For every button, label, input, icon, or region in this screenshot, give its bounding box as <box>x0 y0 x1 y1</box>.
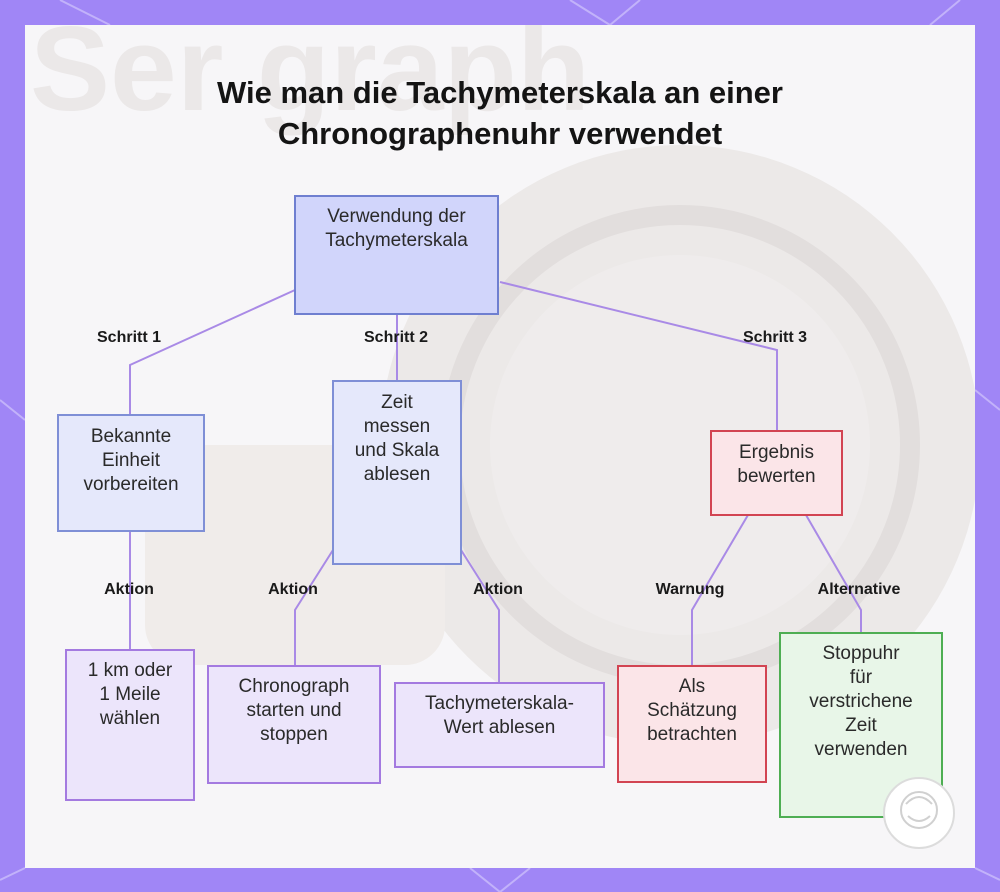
node-action2b-line: Wert ablesen <box>443 717 556 738</box>
node-step2-line: Zeit <box>381 392 413 413</box>
node-alternative-line: verstrichene <box>809 691 913 712</box>
edge-step2-action2a <box>294 549 334 665</box>
node-action2a-line: stoppen <box>260 724 328 745</box>
edge-label-step1: Schritt 1 <box>96 329 162 346</box>
node-warning-line: Als <box>678 676 706 697</box>
node-step1-line: vorbereiten <box>83 474 179 495</box>
edge-root-step3 <box>499 281 778 431</box>
edge-label-action2a: Aktion <box>268 581 318 598</box>
node-root: Verwendung der Tachymeterskala <box>294 195 499 315</box>
node-step2-line: messen <box>363 416 431 437</box>
node-alternative-line: Stoppuhr <box>822 643 900 664</box>
edge-step2-action2b <box>460 549 500 683</box>
edge-label-warning: Warnung <box>655 581 725 598</box>
node-action1-line: 1 km oder <box>87 660 173 681</box>
node-action2a-line: Chronograph <box>238 676 350 697</box>
node-action1-line: wählen <box>99 708 161 729</box>
node-alternative-line: verwenden <box>814 739 908 760</box>
node-step3-line: Ergebnis <box>738 442 814 463</box>
node-warning-line: betrachten <box>647 724 737 745</box>
node-step2-line: und Skala <box>354 440 440 461</box>
node-action2b-line: Tachymeterskala- <box>425 693 574 714</box>
node-alternative-line: Zeit <box>845 715 877 736</box>
node-step2: Zeit messen und Skala ablesen <box>332 380 462 565</box>
edge-label-step3: Schritt 3 <box>742 329 808 346</box>
edge-label-action1: Aktion <box>104 581 154 598</box>
node-action2a: Chronograph starten und stoppen <box>207 665 381 784</box>
edge-step3-alternative <box>805 514 862 632</box>
node-root-line: Tachymeterskala <box>325 230 468 251</box>
edge-label-step2: Schritt 2 <box>363 329 429 346</box>
edge-label-action2b: Aktion <box>473 581 523 598</box>
edge-step3-warning <box>691 514 749 665</box>
node-alternative-line: für <box>849 667 873 688</box>
background-watermark-line-1: Ser graph <box>30 25 590 136</box>
node-action1: 1 km oder 1 Meile wählen <box>65 649 195 801</box>
node-step3-line: bewerten <box>737 466 816 487</box>
node-action2b: Tachymeterskala- Wert ablesen <box>394 682 605 768</box>
page-title: Wie man die Tachymeterskala an einer Chr… <box>0 72 1000 154</box>
node-step3: Ergebnis bewerten <box>710 430 843 516</box>
node-action2a-line: starten und <box>246 700 342 721</box>
node-warning: Als Schätzung betrachten <box>617 665 767 783</box>
node-root-line: Verwendung der <box>327 206 466 227</box>
edge-label-alternative: Alternative <box>817 581 901 598</box>
node-step1-line: Bekannte <box>90 426 172 447</box>
node-step1: Bekannte Einheit vorbereiten <box>57 414 205 532</box>
title-line-2: Chronographenuhr verwendet <box>277 116 723 151</box>
node-action1-line: 1 Meile <box>99 684 161 705</box>
watermark-logo-icon <box>883 777 955 849</box>
node-step2-line: ablesen <box>363 464 431 485</box>
title-line-1: Wie man die Tachymeterskala an einer <box>216 75 783 110</box>
edge-root-step1 <box>129 289 296 414</box>
node-step1-line: Einheit <box>101 450 161 471</box>
node-warning-line: Schätzung <box>647 700 737 721</box>
